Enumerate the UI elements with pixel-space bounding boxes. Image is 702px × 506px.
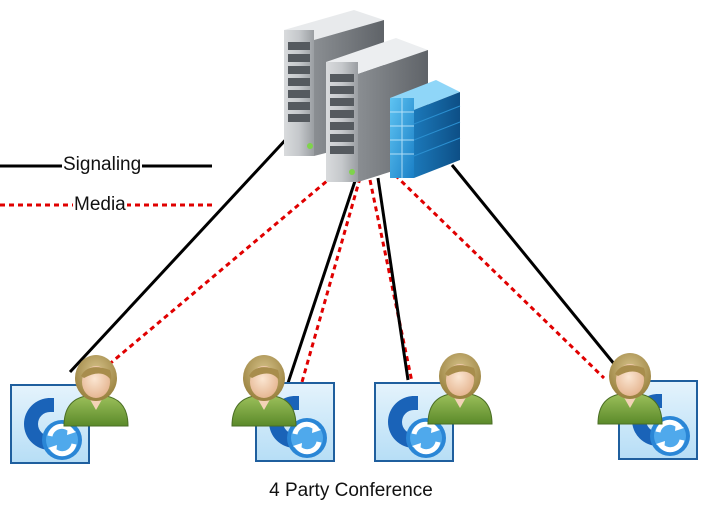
- participant-2: [231, 354, 335, 462]
- media-line-3: [368, 179, 414, 383]
- participant-3: [374, 352, 493, 462]
- participant-4: [597, 352, 698, 460]
- legend-signaling-label: Signaling: [62, 154, 143, 175]
- mcu-server-icon: [390, 80, 461, 178]
- server-cluster: [284, 10, 461, 182]
- media-line-2: [300, 177, 362, 383]
- signaling-line-1: [68, 133, 292, 374]
- media-line-1: [99, 168, 341, 374]
- diagram-caption: 4 Party Conference: [269, 480, 433, 501]
- signaling-line-2: [286, 177, 358, 384]
- participant-1: [10, 354, 129, 464]
- connection-lines: [68, 133, 617, 384]
- signaling-line-3: [376, 177, 410, 381]
- media-line-4: [393, 173, 606, 380]
- legend-media-label: Media: [73, 194, 127, 215]
- signaling-line-4: [450, 164, 617, 366]
